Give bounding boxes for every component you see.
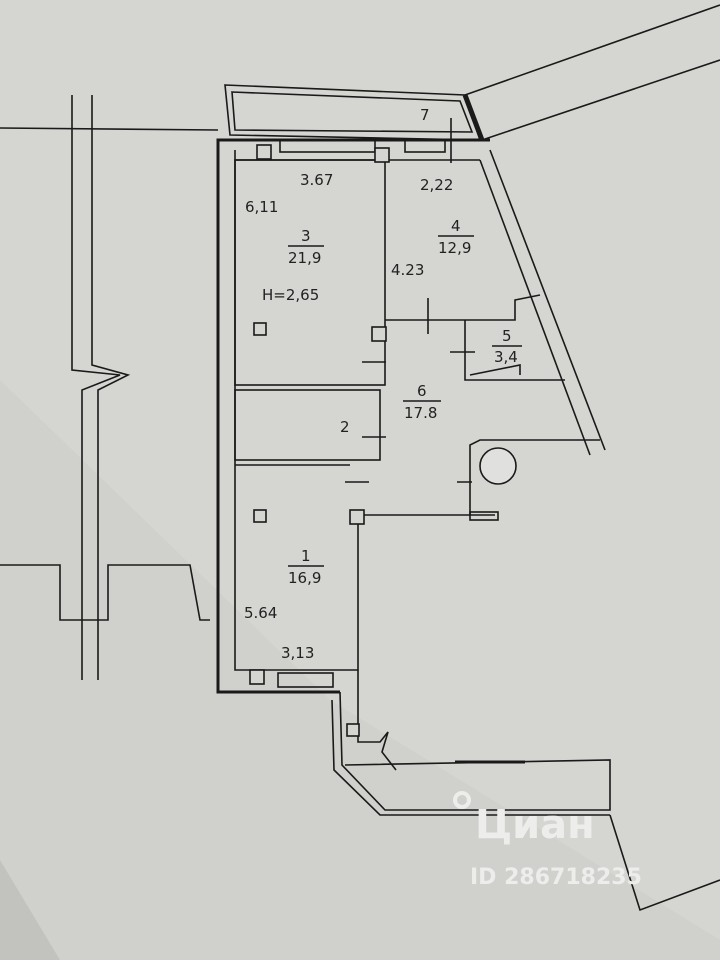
left-building-line bbox=[0, 127, 219, 131]
window-room-1 bbox=[277, 672, 334, 688]
room-6-area: 17.8 bbox=[404, 404, 437, 422]
room-3-number: 3 bbox=[301, 227, 311, 245]
niche-edge bbox=[469, 511, 499, 521]
left-column bbox=[71, 95, 121, 680]
walls bbox=[0, 4, 720, 912]
balcony-7-inner bbox=[231, 91, 474, 133]
cian-watermark: Циан ID 286718235 bbox=[453, 791, 642, 890]
room-3-width: 3.67 bbox=[300, 171, 333, 189]
column bbox=[346, 723, 360, 737]
room-6-number: 6 bbox=[417, 382, 427, 400]
room-2-number: 2 bbox=[340, 418, 350, 436]
left-bottom-line bbox=[0, 564, 210, 621]
bottom-balcony bbox=[339, 691, 611, 811]
room-5-outline bbox=[464, 320, 565, 381]
room-5-stair bbox=[469, 364, 521, 376]
window-room-3 bbox=[279, 139, 376, 153]
column bbox=[371, 326, 387, 342]
room-1-number: 1 bbox=[301, 547, 311, 565]
bottom-right-building bbox=[609, 814, 720, 912]
round-shaft bbox=[479, 447, 517, 485]
paper-fold bbox=[0, 860, 60, 960]
room-1-area: 16,9 bbox=[288, 569, 321, 587]
right-diagonal-wall-2 bbox=[479, 159, 591, 456]
window-room-4 bbox=[404, 139, 446, 153]
vent-room-3 bbox=[253, 322, 267, 336]
paper-shadow bbox=[0, 380, 720, 960]
room-4-width: 2,22 bbox=[420, 176, 453, 194]
top-right-building-2 bbox=[481, 59, 720, 141]
fraction-bars bbox=[288, 235, 522, 567]
column bbox=[374, 147, 390, 163]
cian-logo-icon bbox=[453, 791, 471, 809]
column bbox=[256, 144, 272, 160]
column bbox=[349, 509, 365, 525]
vent-room-1 bbox=[253, 509, 267, 523]
room-4-length: 4.23 bbox=[391, 261, 424, 279]
right-diagonal-wall bbox=[489, 149, 606, 451]
bottom-balcony-inner bbox=[331, 699, 610, 816]
room-3-length: 6,11 bbox=[245, 198, 278, 216]
room-2-outline bbox=[234, 389, 381, 461]
corridor-niche bbox=[469, 439, 600, 515]
room-5-area: 3,4 bbox=[494, 348, 518, 366]
balcony-7-wall bbox=[462, 94, 485, 141]
room-4-number: 4 bbox=[451, 217, 461, 235]
room-3-area: 21,9 bbox=[288, 249, 321, 267]
watermark-brand: Циан bbox=[475, 802, 595, 848]
watermark-id: ID 286718235 bbox=[470, 865, 642, 890]
room-4-area: 12,9 bbox=[438, 239, 471, 257]
column bbox=[249, 669, 265, 685]
room-3-outline bbox=[234, 159, 386, 386]
room-7-number: 7 bbox=[420, 106, 430, 124]
room-1-width: 3,13 bbox=[281, 644, 314, 662]
room-3-height: H=2,65 bbox=[262, 286, 319, 304]
room-5-number: 5 bbox=[502, 327, 512, 345]
room-1-length: 5.64 bbox=[244, 604, 277, 622]
room-4-bottom-wall bbox=[385, 294, 541, 321]
left-column-2 bbox=[91, 95, 131, 680]
door-marks bbox=[345, 118, 475, 483]
top-right-building bbox=[464, 4, 720, 96]
